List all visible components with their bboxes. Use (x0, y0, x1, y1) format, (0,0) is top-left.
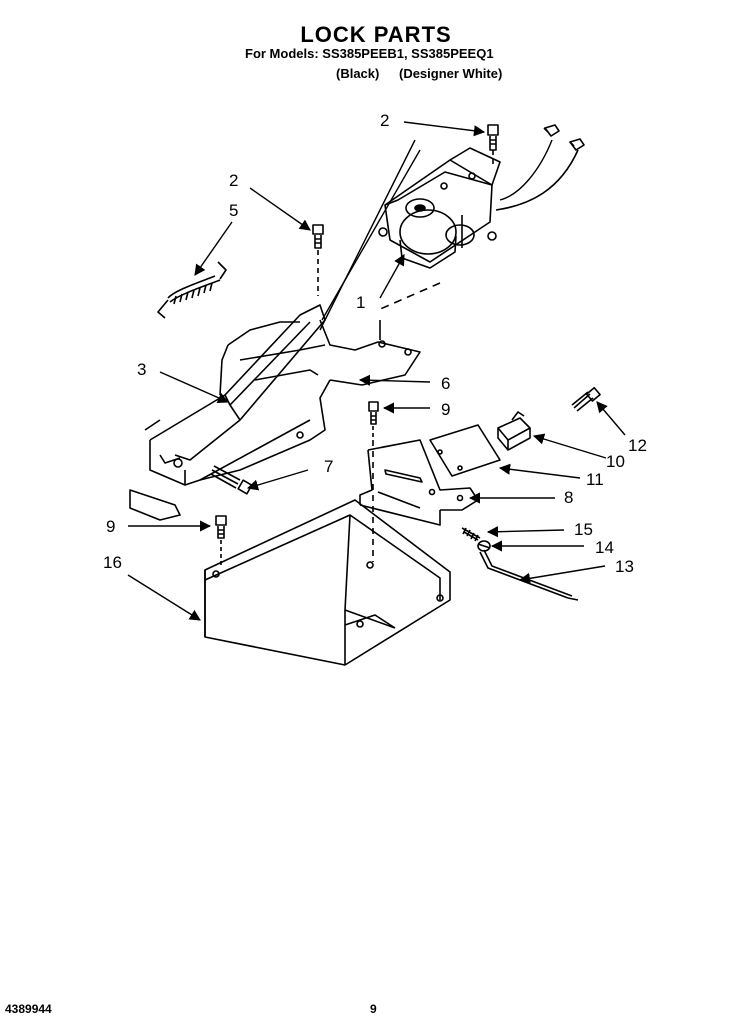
callout-10: 10 (606, 452, 625, 471)
part-8-switch-bracket (359, 439, 479, 526)
callout-labels: 2 2 5 1 3 6 9 12 10 7 11 8 9 15 14 16 13 (103, 111, 647, 576)
callout-9-lower: 9 (106, 517, 115, 536)
part-12-screw (571, 386, 601, 412)
part-6-bracket (199, 319, 421, 481)
part-5-spring (157, 261, 227, 319)
part-9-screw-lower (215, 515, 227, 566)
callout-13: 13 (615, 557, 634, 576)
part-14-bushing (477, 540, 491, 552)
model-variants: (Black) (Designer White) (336, 66, 518, 81)
callout-3: 3 (137, 360, 146, 379)
variant-white: (Designer White) (398, 66, 503, 81)
part-3-lock-lever (129, 304, 326, 521)
part-2-screw-top (487, 124, 499, 168)
variant-black: (Black) (336, 66, 380, 81)
part-10-switch (497, 411, 531, 451)
callout-2-top: 2 (380, 111, 389, 130)
part-9-screw-upper (368, 401, 379, 440)
document-number: 4389944 (5, 1002, 52, 1016)
page-number: 9 (370, 1002, 377, 1016)
part-16-cover-box (204, 499, 451, 666)
callout-2-left: 2 (229, 171, 238, 190)
callout-8: 8 (564, 488, 573, 507)
callout-16: 16 (103, 553, 122, 572)
part-13-rod (479, 549, 579, 601)
callout-11: 11 (586, 470, 604, 489)
callout-6: 6 (441, 374, 450, 393)
part-11-insulator (429, 424, 501, 477)
page-title: LOCK PARTS (300, 22, 452, 47)
callout-14: 14 (595, 538, 614, 557)
part-2-screw-left (312, 224, 324, 296)
callout-1: 1 (356, 293, 365, 312)
callout-9-upper: 9 (441, 400, 450, 419)
callout-7: 7 (324, 457, 333, 476)
part-1-lock-motor (378, 124, 585, 269)
part-15-spring (461, 527, 481, 542)
callout-15: 15 (574, 520, 593, 539)
models-line: For Models: SS385PEEB1, SS385PEEQ1 (245, 46, 494, 61)
callout-5: 5 (229, 201, 238, 220)
callout-12: 12 (628, 436, 647, 455)
